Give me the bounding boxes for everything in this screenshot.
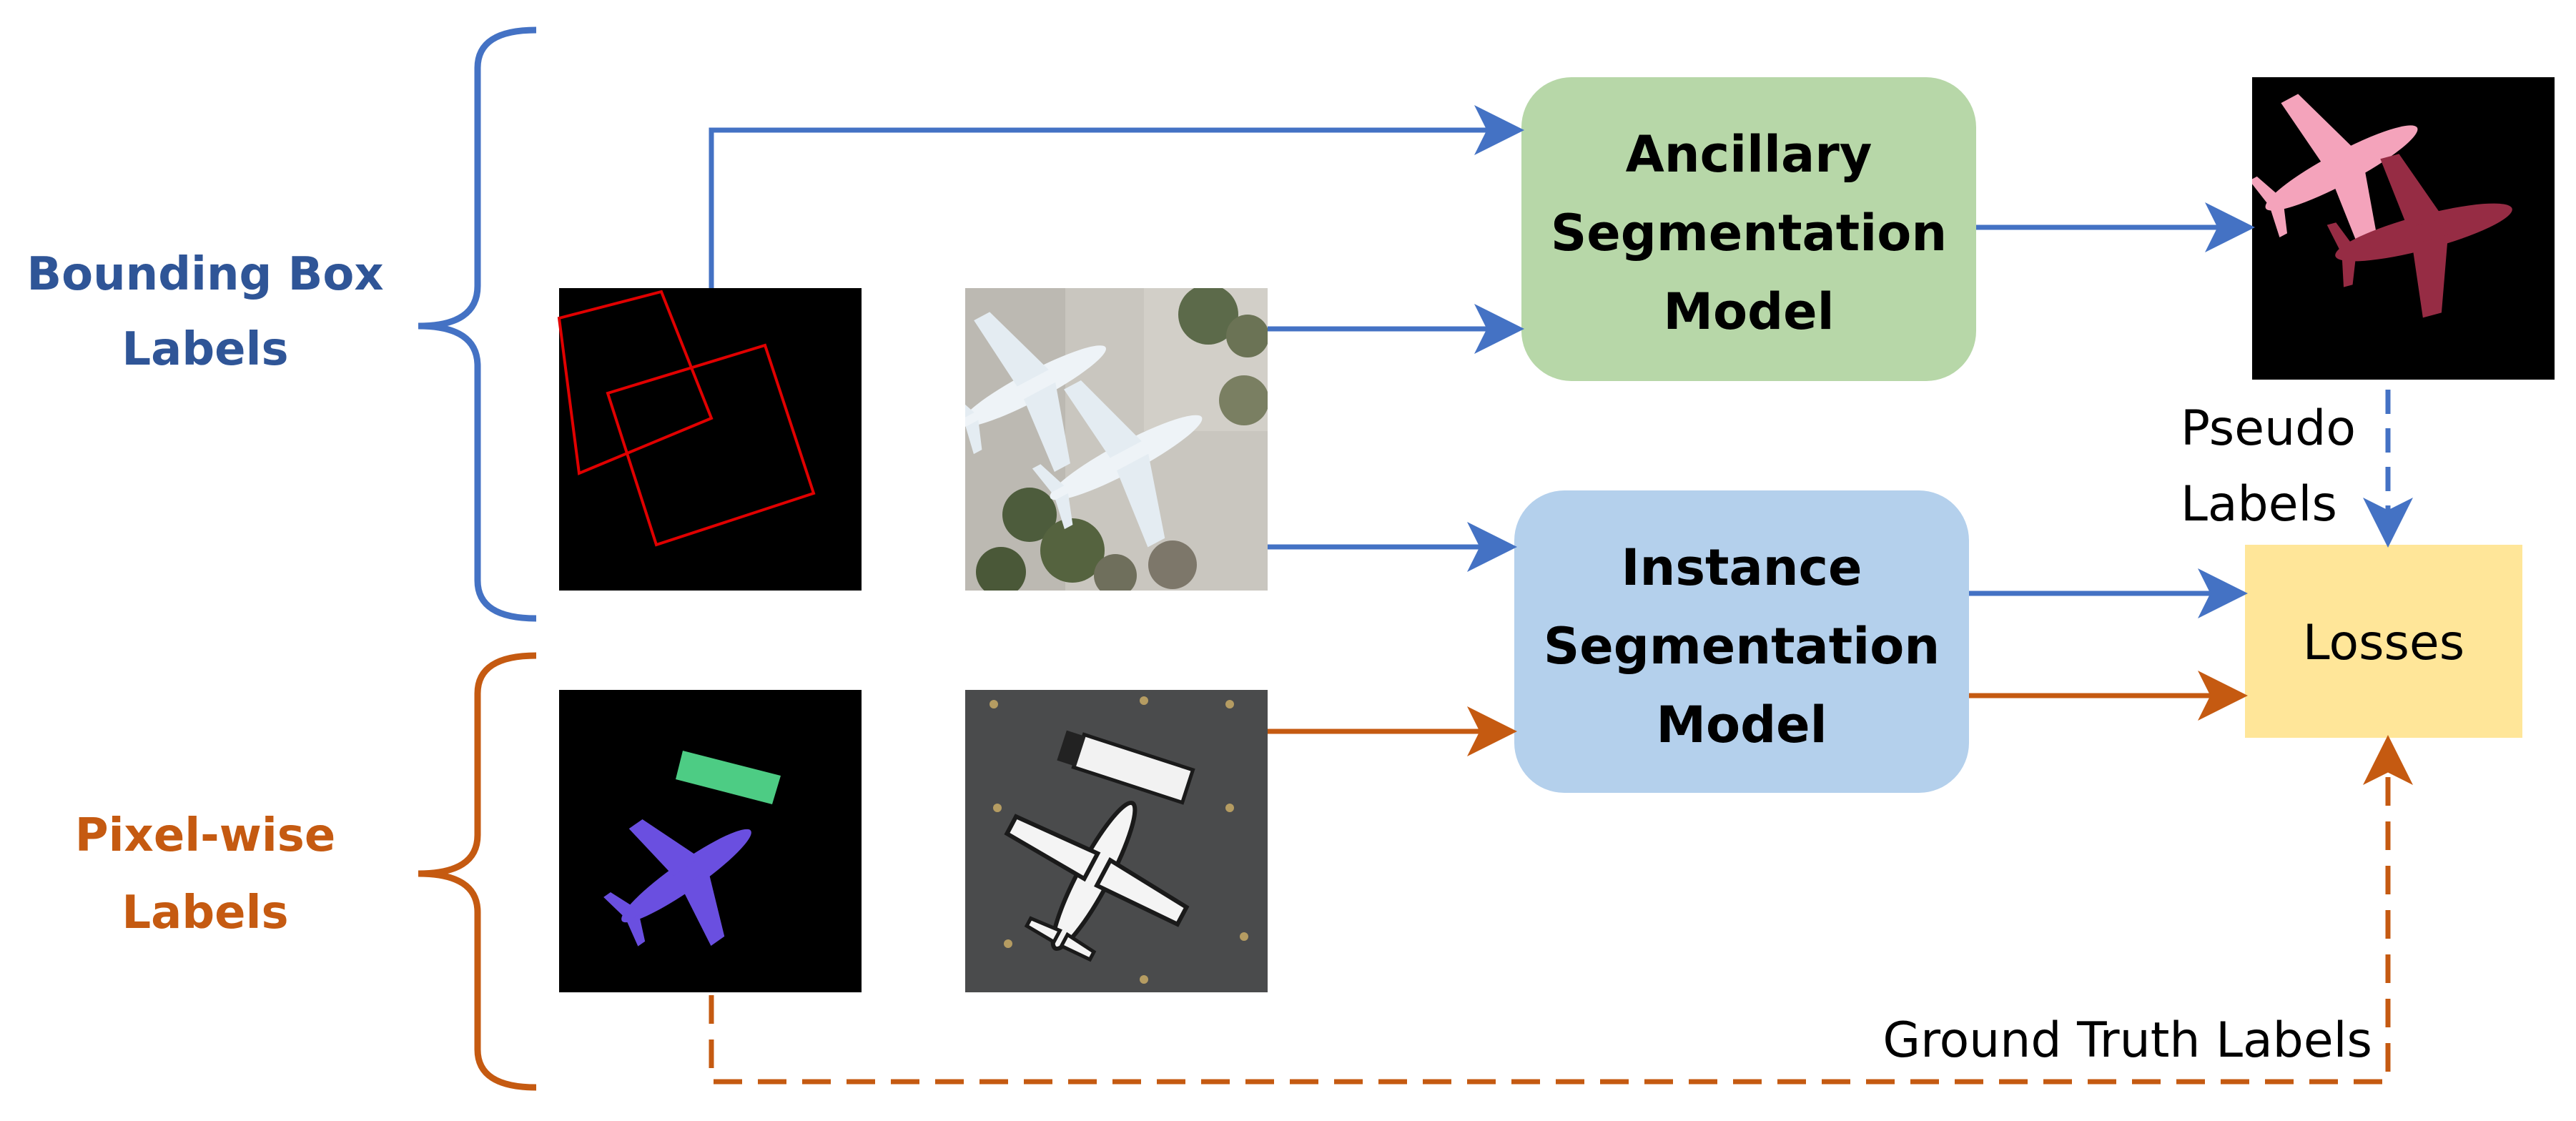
bbox-label-line2: Labels <box>122 323 288 376</box>
pixel-label-line2: Labels <box>122 887 288 939</box>
pseudo-labels-line2: Labels <box>2181 476 2337 533</box>
pseudo-labels-line1: Pseudo <box>2181 400 2356 457</box>
arrow-bbox-to-ancillary <box>709 105 1524 288</box>
pixel-mask-label-image <box>559 690 862 992</box>
pixel-label-line1: Pixel-wise <box>75 809 336 862</box>
ancillary-box-line1: Ancillary <box>1626 125 1872 184</box>
bounding-box-label-image <box>557 288 862 591</box>
pseudo-label-mask-image <box>2252 77 2555 380</box>
aerial-airplane-truck-photo <box>965 690 1268 992</box>
instance-box-line1: Instance <box>1621 538 1862 597</box>
losses-label: Losses <box>2303 615 2464 671</box>
pixel-brace <box>418 652 537 1091</box>
ancillary-box-line3: Model <box>1663 282 1834 341</box>
arrow-gt-to-losses-dashed <box>709 735 2413 1085</box>
instance-segmentation-model-box: Instance Segmentation Model <box>1514 490 1969 793</box>
bbox-label-line1: Bounding Box <box>26 248 383 301</box>
instance-box-line2: Segmentation <box>1544 617 1940 676</box>
bbox-brace <box>418 26 537 622</box>
instance-box-line3: Model <box>1656 696 1827 754</box>
ground-truth-labels: Ground Truth Labels <box>1882 1012 2372 1069</box>
aerial-airplanes-photo <box>965 288 1268 591</box>
ancillary-box-line2: Segmentation <box>1551 204 1947 262</box>
ancillary-segmentation-model-box: Ancillary Segmentation Model <box>1521 77 1976 381</box>
losses-box: Losses <box>2245 545 2522 738</box>
